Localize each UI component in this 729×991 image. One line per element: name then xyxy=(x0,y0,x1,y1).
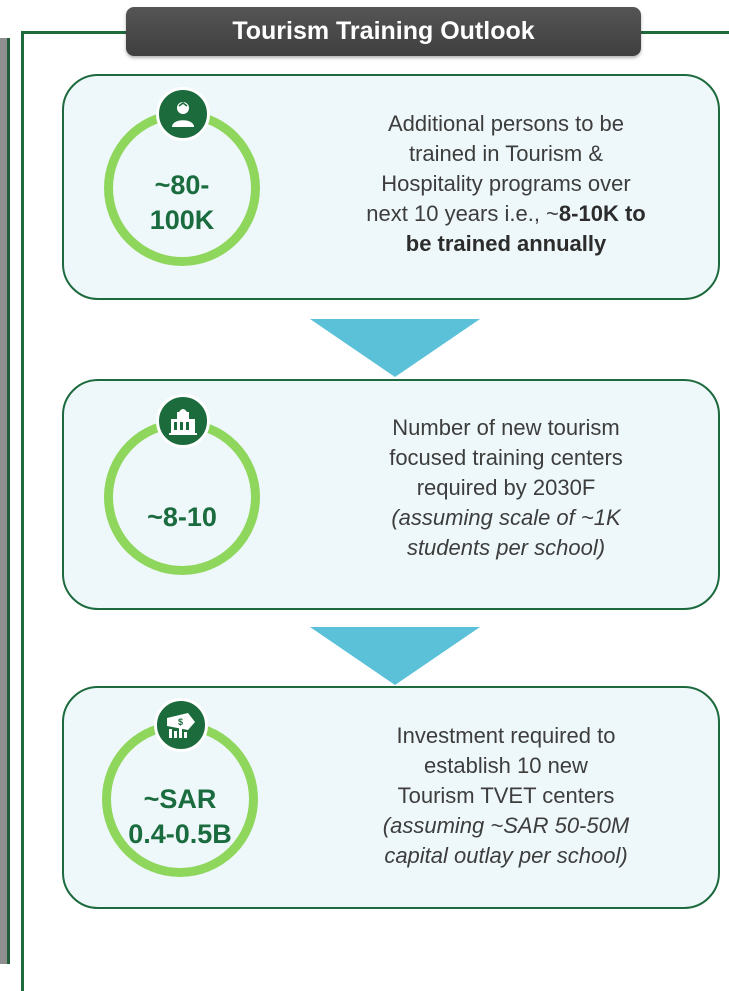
value-text: ~SAR 0.4-0.5B xyxy=(102,782,258,852)
desc-bold: 8-10K to xyxy=(558,201,646,226)
value-line-2: 100K xyxy=(149,205,215,235)
down-arrow xyxy=(310,627,480,685)
desc-line: required by 2030F xyxy=(416,475,596,500)
value-line-1: ~8-10 xyxy=(147,502,217,532)
card-description: Additional persons to be trained in Tour… xyxy=(304,109,708,259)
desc-line: Investment required to xyxy=(396,723,616,748)
desc-line: Number of new tourism xyxy=(392,415,620,440)
down-arrow xyxy=(310,319,480,377)
desc-line: Tourism TVET centers xyxy=(397,783,615,808)
value-text: ~80- 100K xyxy=(104,168,260,238)
left-accent-bar xyxy=(0,38,10,964)
person-icon xyxy=(156,87,210,141)
value-line-1: ~SAR xyxy=(143,784,217,814)
page-title: Tourism Training Outlook xyxy=(126,7,641,56)
desc-line: next 10 years i.e., ~ xyxy=(366,201,559,226)
value-line-1: ~80- xyxy=(154,170,210,200)
desc-italic: capital outlay per school) xyxy=(384,843,628,868)
outlook-card-investment: ~SAR 0.4-0.5B $ Investment required to e… xyxy=(62,686,720,909)
value-line-2: 0.4-0.5B xyxy=(128,819,232,849)
desc-line: Additional persons to be xyxy=(387,111,625,136)
value-text: ~8-10 xyxy=(104,500,260,535)
investment-icon: $ xyxy=(154,698,208,752)
desc-line: focused training centers xyxy=(389,445,623,470)
desc-italic: students per school) xyxy=(406,535,606,560)
outlook-card-centers: ~8-10 Number of new tourism focused trai… xyxy=(62,379,720,610)
building-icon xyxy=(156,394,210,448)
card-description: Investment required to establish 10 new … xyxy=(304,721,708,871)
desc-italic: (assuming scale of ~1K xyxy=(391,505,621,530)
desc-bold: be trained annually xyxy=(405,231,607,256)
desc-line: Hospitality programs over xyxy=(381,171,631,196)
desc-line: establish 10 new xyxy=(424,753,588,778)
svg-text:$: $ xyxy=(178,717,183,727)
card-description: Number of new tourism focused training c… xyxy=(304,413,708,563)
desc-line: trained in Tourism & xyxy=(408,141,603,166)
desc-italic: (assuming ~SAR 50-50M xyxy=(382,813,630,838)
outlook-card-trainees: ~80- 100K Additional persons to be train… xyxy=(62,74,720,300)
